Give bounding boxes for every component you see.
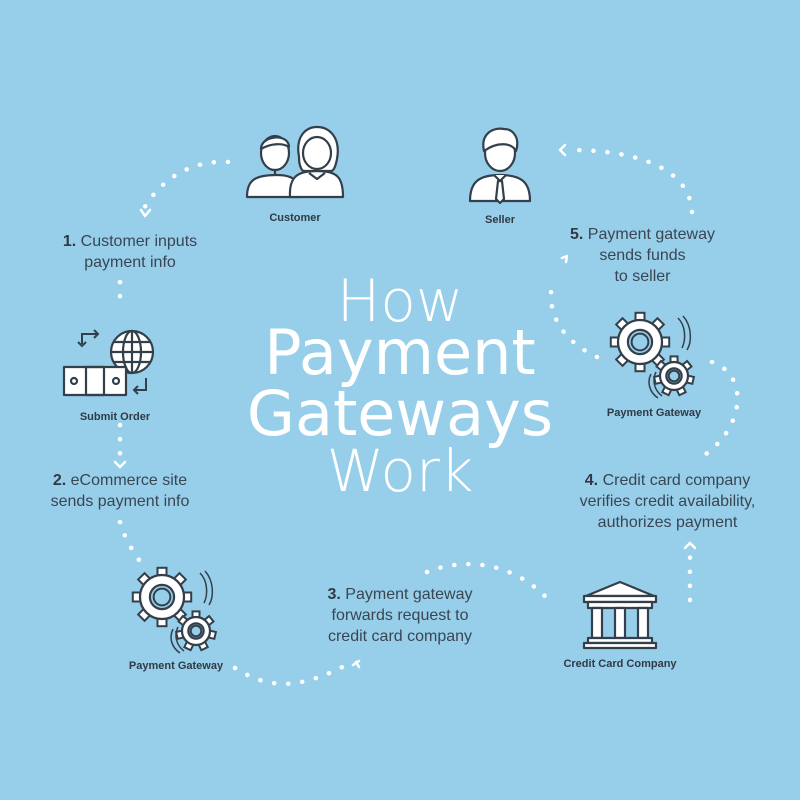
arrowhead-step1 — [139, 208, 152, 218]
arrowhead-step3 — [351, 659, 361, 669]
flow-path-cc-arc — [424, 561, 556, 608]
flow-path-step2-to-gateway — [117, 519, 148, 571]
people-icon — [245, 125, 345, 199]
step-2-number: 2. — [52, 472, 67, 489]
gears-icon — [609, 311, 696, 399]
bank-building-icon — [582, 580, 658, 650]
step-4-text: 4. Credit card company verifies credit a… — [579, 472, 756, 531]
step-4-number: 4. — [584, 472, 599, 489]
seller-label: Seller — [485, 214, 515, 226]
flow-path-gateway-to-cc — [232, 659, 355, 686]
businessman-icon — [468, 127, 532, 205]
title-how: How — [336, 267, 464, 335]
flow-path-gateway-right-arc — [697, 359, 740, 461]
gears-icon — [131, 566, 218, 654]
arrowhead-step4 — [683, 541, 697, 550]
credit-card-company-label: Credit Card Company — [563, 658, 677, 670]
title-work: Work — [326, 437, 474, 505]
gateway-right-label: Payment Gateway — [606, 407, 702, 419]
arrowhead-step2 — [113, 460, 127, 469]
step-2-text: 2. eCommerce site sends payment info — [50, 472, 190, 510]
submit-order-label: Submit Order — [79, 411, 151, 423]
step-3-number: 3. — [327, 586, 341, 603]
step-1-text: 1. Customer inputs payment info — [62, 233, 198, 271]
step-5-number: 5. — [570, 226, 584, 243]
flow-path-gateway-to-step5 — [548, 277, 600, 360]
customer-label: Customer — [269, 212, 321, 224]
globe-money-exchange-icon — [62, 329, 155, 397]
arrowhead-step5 — [558, 143, 567, 157]
step-1-number: 1. — [62, 233, 77, 250]
step-5-text: 5. Payment gateway sends funds to seller — [570, 226, 715, 285]
arrowhead-step5b — [560, 254, 569, 264]
title-payment: Payment — [264, 316, 536, 389]
step-3-text: 3. Payment gateway forwards request to c… — [327, 586, 473, 645]
flow-path-to-seller — [567, 147, 695, 215]
flow-path-customer-to-submit — [140, 159, 231, 213]
gateway-left-label: Payment Gateway — [128, 660, 224, 672]
title-gateways: Gateways — [246, 377, 554, 450]
